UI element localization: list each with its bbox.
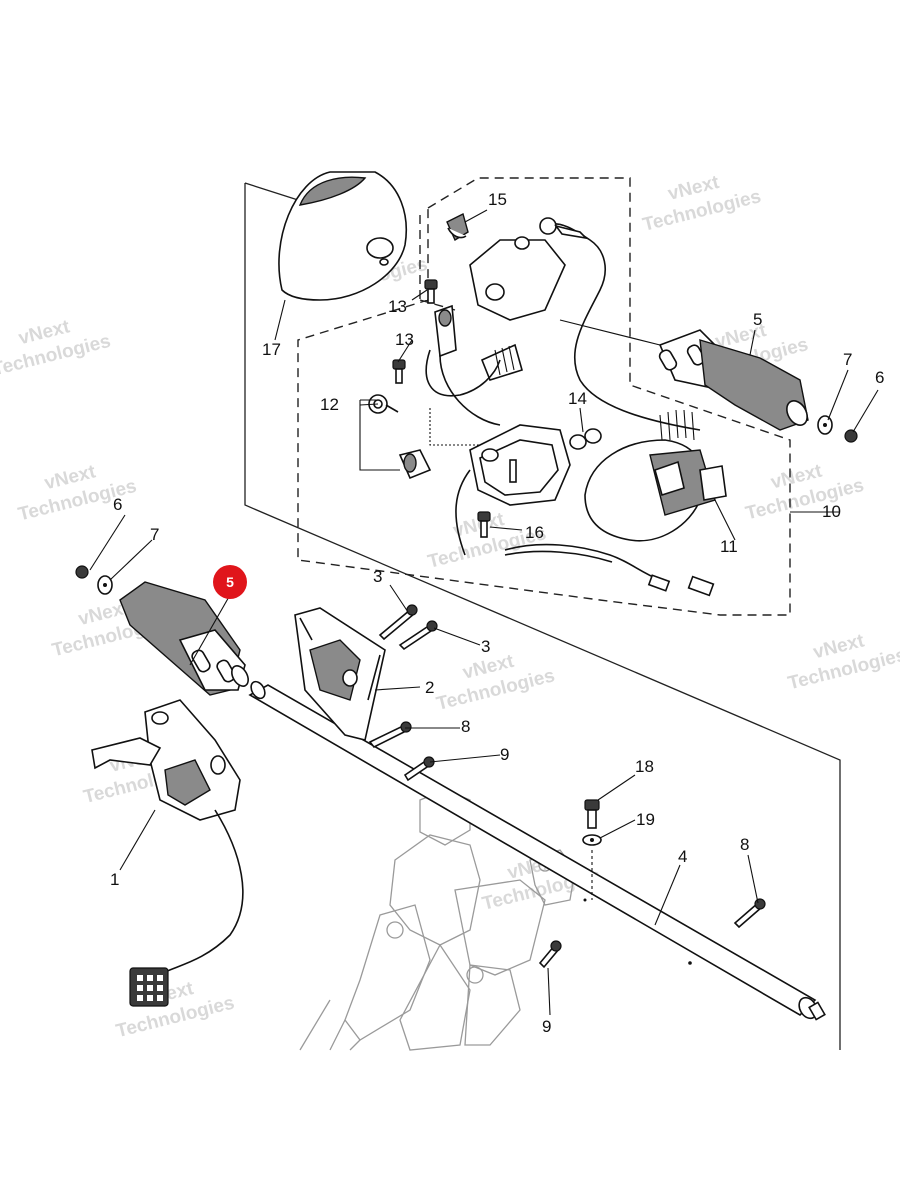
callout-1: 1 <box>110 870 119 889</box>
callout-15: 15 <box>488 190 507 209</box>
callout-9: 9 <box>500 745 509 764</box>
screw-13-upper <box>424 279 438 304</box>
callout-5: 5 <box>753 310 762 329</box>
callout-14: 14 <box>568 389 587 408</box>
screw-3-upper <box>378 604 418 641</box>
switch-upper-housing <box>469 236 566 321</box>
callout-11: 11 <box>720 537 738 556</box>
callout-4: 4 <box>678 847 687 866</box>
callout-7: 7 <box>150 525 159 544</box>
right-cover <box>278 171 407 301</box>
switch-base-plate <box>455 424 571 556</box>
screw-9-center <box>403 756 435 782</box>
left-end-washer <box>75 565 113 595</box>
handlebar-tube <box>248 680 826 1021</box>
ring-terminal <box>539 217 589 240</box>
outer-shell-11 <box>504 409 727 597</box>
highlight-badge-label: 5 <box>226 574 234 590</box>
callout-18: 18 <box>635 757 654 776</box>
callout-6: 6 <box>113 495 122 514</box>
spring-14 <box>569 428 602 450</box>
screw-3-lower <box>398 620 438 651</box>
screw-13-lower <box>392 359 406 384</box>
callout-9: 9 <box>542 1017 551 1036</box>
callout-13: 13 <box>388 297 407 316</box>
screw-16 <box>477 511 491 538</box>
highlight-badge: 5 <box>213 565 247 599</box>
highlight-badge-circle <box>213 565 247 599</box>
frame-bracket <box>299 789 576 1051</box>
switch-plunger-15 <box>446 212 469 242</box>
right-grip <box>559 319 809 431</box>
callout-12: 12 <box>320 395 339 414</box>
switch-assembly-12 <box>368 304 523 480</box>
callout-6: 6 <box>875 368 884 387</box>
callout-8: 8 <box>740 835 749 854</box>
screw-9-lower <box>538 940 562 969</box>
callout-19: 19 <box>636 810 655 829</box>
center-housing <box>294 607 386 741</box>
callout-8: 8 <box>461 717 470 736</box>
screw-8-center <box>368 721 412 749</box>
left-switch-housing <box>91 699 244 1007</box>
switch-group-10-outline <box>297 177 791 616</box>
callout-7: 7 <box>843 350 852 369</box>
bolt-18 <box>584 799 600 829</box>
callout-3: 3 <box>481 637 490 656</box>
callout-3: 3 <box>373 567 382 586</box>
callout-2: 2 <box>425 678 434 697</box>
leader-lines <box>89 209 879 1016</box>
right-end-washer <box>817 415 858 443</box>
assembly-outline <box>244 182 841 1050</box>
screw-8-right <box>733 898 766 929</box>
washer-19 <box>582 834 602 846</box>
callout-13: 13 <box>395 330 414 349</box>
callout-17: 17 <box>262 340 281 359</box>
left-grip <box>119 581 249 696</box>
callout-16: 16 <box>525 523 544 542</box>
callout-10: 10 <box>822 502 841 521</box>
